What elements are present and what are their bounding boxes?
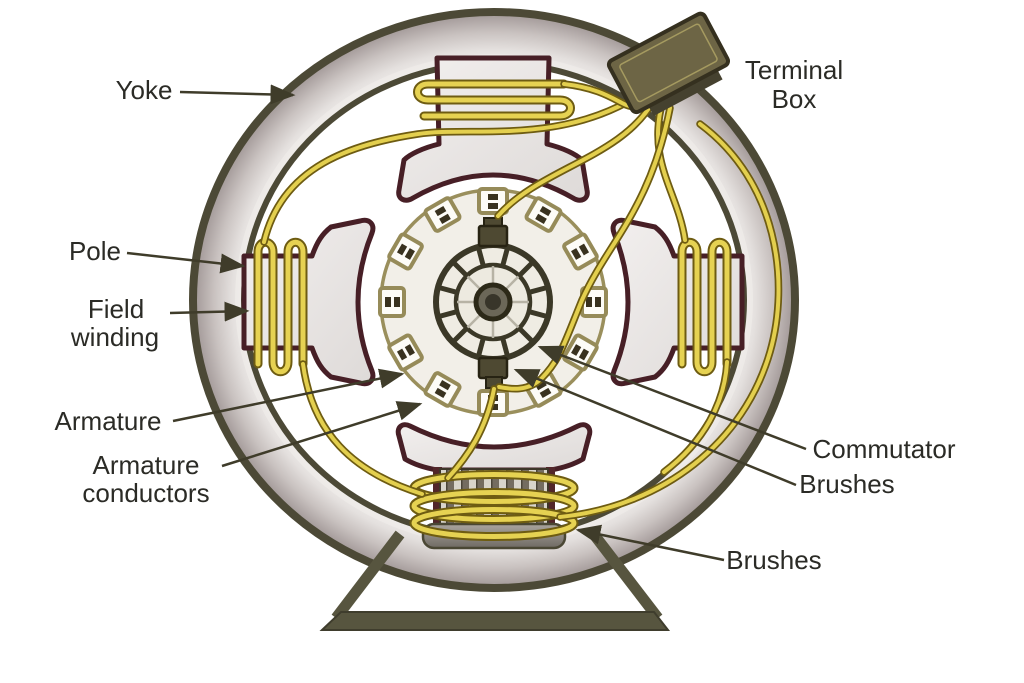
armature-leader [172,368,405,423]
commutator-label: Commutator [812,434,955,464]
terminal-box [606,11,731,117]
brushes-upper-label: Brushes [799,469,894,499]
armature-label: Armature [55,406,162,436]
field-winding-leader [169,301,250,322]
brushes-upper-leader [513,368,797,487]
pole-leader [126,251,246,274]
labels: Yoke Pole Field winding Armature Armatur… [55,55,956,575]
armature-conductors-label-line1: Armature [93,450,200,480]
armature-conductors-leader [221,401,423,468]
brushes-lower-leader [575,524,725,562]
shaft-hub [473,282,513,322]
brush-top [477,217,509,248]
motor-stand [319,528,671,631]
pole-label: Pole [69,236,121,266]
leader-lines [126,84,807,562]
field-winding-label-line2: winding [70,322,159,352]
brushes-lower-label: Brushes [726,545,821,575]
yoke-leader [179,84,296,105]
yoke-label: Yoke [116,75,173,105]
terminal-box-label-line1: Terminal [745,55,843,85]
armature-conductors-label-line2: conductors [82,478,209,508]
commutator-leader [537,345,807,451]
terminal-box-label-line2: Box [772,84,817,114]
field-winding-label-line1: Field [88,294,144,324]
